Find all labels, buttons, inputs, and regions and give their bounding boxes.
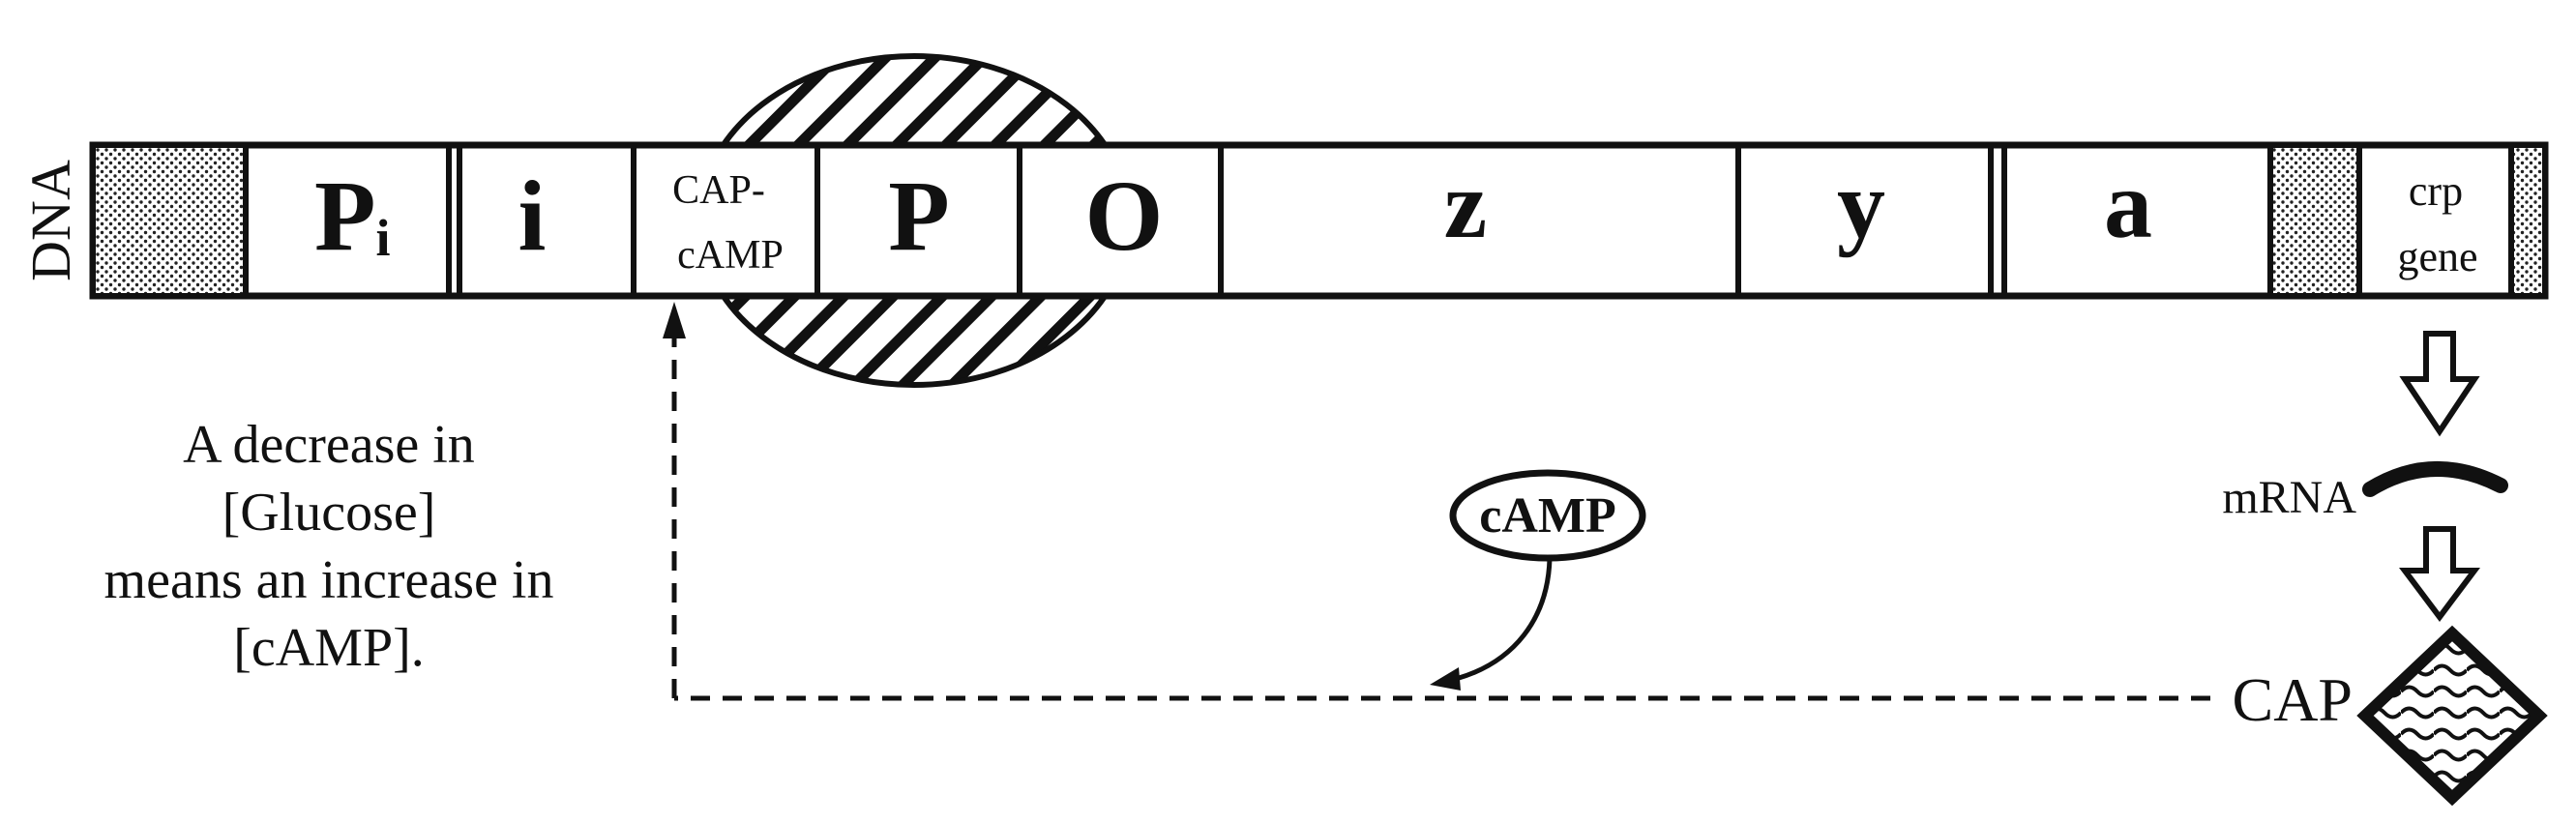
camp-label: cAMP	[1479, 488, 1615, 544]
segment-y-label: y	[1837, 151, 1885, 258]
crp-gene-label-line1: crp	[2409, 167, 2463, 215]
segment-z-label: z	[1444, 151, 1487, 258]
segment-a-label: a	[2104, 151, 2152, 258]
cap-camp-complex	[720, 53, 1109, 388]
camp-arrow-head	[1430, 667, 1461, 691]
expression-arrow-2	[2399, 526, 2480, 622]
caption-line: A decrease in	[183, 415, 475, 475]
camp-binding-arrow	[1455, 558, 1553, 682]
cap-site-label-line2: cAMP	[677, 233, 784, 278]
glucose-camp-caption: A decrease in [Glucose] means an increas…	[39, 411, 619, 682]
cap-site-label-line1: CAP-	[672, 168, 765, 213]
segment-i-label: i	[518, 161, 547, 272]
caption-line: [Glucose]	[222, 483, 436, 543]
expression-arrow-1	[2399, 331, 2480, 437]
dna-label: DNA	[19, 160, 82, 281]
dashed-binding-path	[671, 329, 2210, 701]
segment-o-label: O	[1085, 161, 1164, 272]
segment-p-label: P	[888, 161, 950, 272]
arrow-head-to-cap-site	[663, 302, 686, 338]
cap-protein	[2356, 625, 2548, 807]
mrna-strand	[2362, 460, 2508, 497]
mrna-label: mRNA	[2222, 472, 2356, 523]
caption-line: means an increase in	[104, 550, 554, 610]
spacer-right	[2270, 148, 2359, 293]
cap-protein-label: CAP	[2233, 665, 2354, 734]
crp-gene-label-line2: gene	[2397, 233, 2477, 280]
segment-dividers	[243, 145, 2514, 296]
dna-strip: Pi i CAP- cAMP P O z y a crp gene	[89, 141, 2549, 300]
spacer-end	[2511, 148, 2542, 293]
spacer-left	[96, 148, 246, 293]
caption-line: [cAMP].	[233, 618, 425, 678]
camp-molecule: cAMP	[1449, 469, 1646, 562]
segment-pi-label: Pi	[314, 161, 391, 272]
